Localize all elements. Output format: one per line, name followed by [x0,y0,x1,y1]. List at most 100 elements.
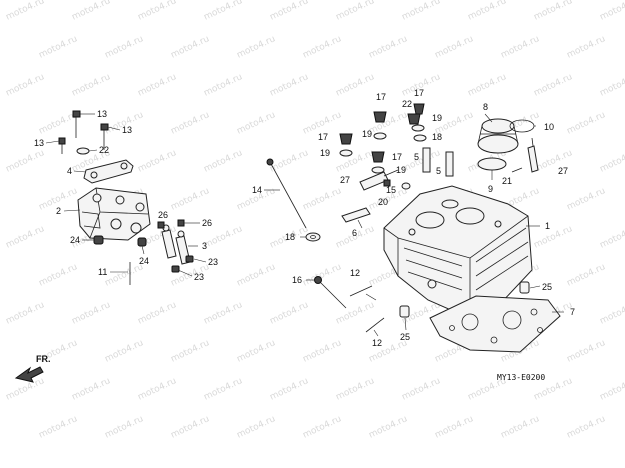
nut-23-right [185,255,194,263]
watermark-text: moto4.ru [169,414,211,441]
spark-plug-27-right [527,137,539,173]
oring-9 [477,157,507,171]
cap-17-mid [371,151,385,163]
watermark-text: moto4.ru [565,338,607,365]
adjuster-26-left [157,221,165,229]
watermark-text: moto4.ru [565,186,607,213]
bolt-13-top [72,110,81,138]
watermark-text: moto4.ru [532,224,574,251]
watermark-text: moto4.ru [37,34,79,61]
front-arrow-icon [14,366,44,383]
watermark-text: moto4.ru [301,186,343,213]
watermark-text: moto4.ru [334,300,376,327]
callout-12: 12 [372,338,382,348]
watermark-text: moto4.ru [598,148,625,175]
watermark-text: moto4.ru [268,0,310,23]
watermark-text: moto4.ru [565,110,607,137]
watermark-text: moto4.ru [499,34,541,61]
watermark-text: moto4.ru [70,0,112,23]
watermark-text: moto4.ru [268,300,310,327]
watermark-text: moto4.ru [235,34,277,61]
callout-3: 3 [202,241,207,251]
watermark-text: moto4.ru [367,414,409,441]
watermark-text: moto4.ru [103,338,145,365]
watermark-text: moto4.ru [70,300,112,327]
callout-17: 17 [376,92,386,102]
callout-26: 26 [158,210,168,220]
watermark-text: moto4.ru [466,0,508,23]
adjuster-26-right [177,219,185,227]
bolt-13-left [58,137,66,154]
watermark-text: moto4.ru [136,72,178,99]
cylinder-head-assembly [266,103,561,353]
watermark-text: moto4.ru [136,376,178,403]
watermark-text: moto4.ru [70,72,112,99]
washer-18-left [305,232,321,242]
watermark-text: moto4.ru [169,110,211,137]
callout-15: 15 [386,185,396,195]
bolt-15 [383,179,391,187]
washer-19-mid-left [339,149,353,157]
callout-23: 23 [194,272,204,282]
callout-13: 13 [122,125,132,135]
diagram-code: MY13-E0200 [497,373,545,382]
callout-21: 21 [502,176,512,186]
stud-12-upper [349,285,373,297]
watermark-text: moto4.ru [565,34,607,61]
callout-17: 17 [392,152,402,162]
watermark-text: moto4.ru [235,262,277,289]
callout-25: 25 [542,282,552,292]
watermark-text: moto4.ru [202,148,244,175]
cylinder-head-1 [383,185,533,315]
watermark-text: moto4.ru [334,0,376,23]
callout-24: 24 [139,256,149,266]
callout-25: 25 [400,332,410,342]
callout-5: 5 [436,166,441,176]
callout-18: 18 [285,232,295,242]
watermark-text: moto4.ru [433,34,475,61]
watermark-text: moto4.ru [235,110,277,137]
watermark-text: moto4.ru [4,224,46,251]
tube-5-left [422,147,431,173]
dowel-25-right [519,281,530,294]
rocker-holder-2 [77,187,151,241]
insulator-8 [477,118,519,154]
callout-19: 19 [432,113,442,123]
callout-27: 27 [558,166,568,176]
watermark-text: moto4.ru [37,262,79,289]
callout-24: 24 [70,235,80,245]
watermark-text: moto4.ru [202,224,244,251]
watermark-text: moto4.ru [4,0,46,23]
stud-12-lower [365,317,385,333]
callout-13: 13 [97,109,107,119]
callout-8: 8 [483,102,488,112]
watermark-text: moto4.ru [400,0,442,23]
callout-22: 22 [99,145,109,155]
rocker-holder-assembly [58,110,194,285]
callout-12: 12 [350,268,360,278]
watermark-text: moto4.ru [400,376,442,403]
bolt-21 [511,167,523,173]
watermark-text: moto4.ru [598,300,625,327]
watermark-text: moto4.ru [202,0,244,23]
callout-10: 10 [544,122,554,132]
dowel-25-lower [399,305,410,318]
watermark-text: moto4.ru [169,186,211,213]
watermark-text: moto4.ru [598,72,625,99]
dowel-24-left [93,235,104,245]
callout-6: 6 [352,228,357,238]
watermark-text: moto4.ru [4,300,46,327]
washer-20 [401,182,411,190]
watermark-text: moto4.ru [103,414,145,441]
watermark-text: moto4.ru [70,376,112,403]
watermark-text: moto4.ru [367,34,409,61]
watermark-text: moto4.ru [334,72,376,99]
front-direction-indicator: FR. [14,354,51,383]
watermark-text: moto4.ru [235,338,277,365]
watermark-text: moto4.ru [598,0,625,23]
watermark-text: moto4.ru [532,0,574,23]
watermark-text: moto4.ru [136,148,178,175]
watermark-text: moto4.ru [301,338,343,365]
callout-19: 19 [362,129,372,139]
callout-14: 14 [252,185,262,195]
